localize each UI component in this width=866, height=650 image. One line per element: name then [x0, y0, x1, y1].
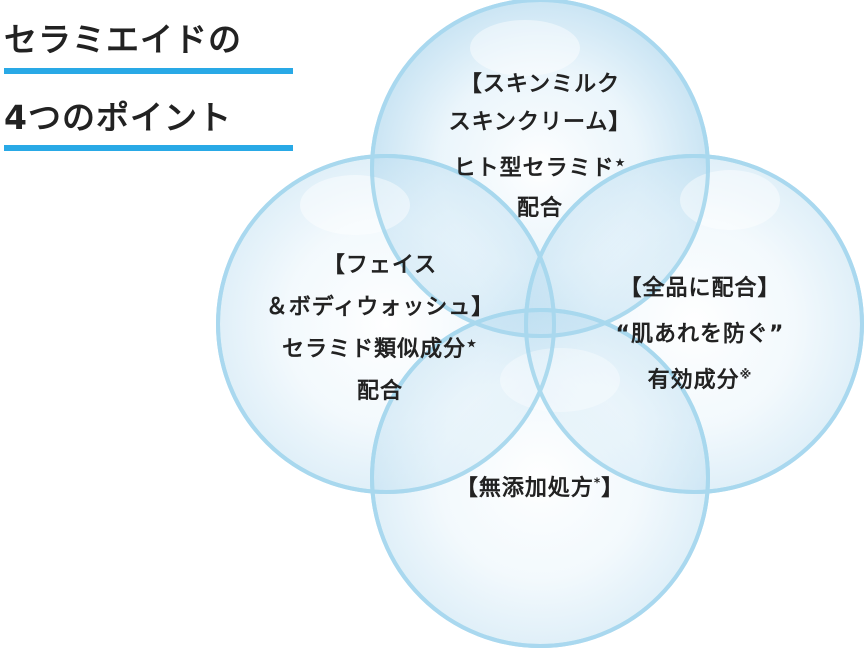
heading-line-1: セラミエイドの: [4, 20, 242, 59]
point-top-line1: 【スキンミルク: [459, 72, 621, 97]
point-right-line3: 有効成分: [647, 368, 740, 393]
point-top-line3-wrap: ヒト型セラミド★: [415, 146, 665, 192]
point-top-line3: ヒト型セラミド: [453, 156, 615, 181]
point-left-line1: 【フェイス: [322, 253, 438, 278]
point-left-line2: ＆ボディウォッシュ】: [265, 295, 495, 320]
point-bottom-line1-wrap: 【無添加処方*】: [420, 466, 660, 512]
point-left-line3-mark: ★: [466, 336, 478, 351]
point-top-line4: 配合: [516, 196, 563, 221]
point-left-label: 【フェイス ＆ボディウォッシュ】 セラミド類似成分★ 配合: [240, 243, 520, 415]
heading-underline-2: [4, 145, 293, 151]
point-bottom-line1-mark: *: [593, 475, 602, 490]
point-right-line2: “肌あれを防ぐ”: [615, 322, 785, 347]
point-left-line3-wrap: セラミド類似成分★: [240, 327, 520, 373]
point-right-line3-mark: ※: [739, 367, 753, 382]
point-top-line2: スキンクリーム】: [448, 110, 632, 135]
point-left-line4: 配合: [356, 379, 403, 404]
point-bottom-line1-pre: 【無添加処方: [455, 476, 594, 501]
point-bottom-line1-post: 】: [601, 476, 625, 501]
point-top-label: 【スキンミルク スキンクリーム】 ヒト型セラミド★ 配合: [415, 62, 665, 232]
heading-line-2: 4つのポイント: [4, 98, 232, 137]
heading-underline-1: [4, 68, 293, 74]
point-right-label: 【全品に配合】 “肌あれを防ぐ” 有効成分※: [585, 266, 815, 404]
point-right-line1: 【全品に配合】: [619, 276, 781, 301]
point-top-line3-mark: ★: [614, 155, 627, 170]
bubble-outlines: [216, 0, 864, 648]
point-right-line3-wrap: 有効成分※: [585, 358, 815, 404]
point-bottom-label: 【無添加処方*】: [420, 466, 660, 512]
point-left-line3: セラミド類似成分: [282, 337, 467, 362]
